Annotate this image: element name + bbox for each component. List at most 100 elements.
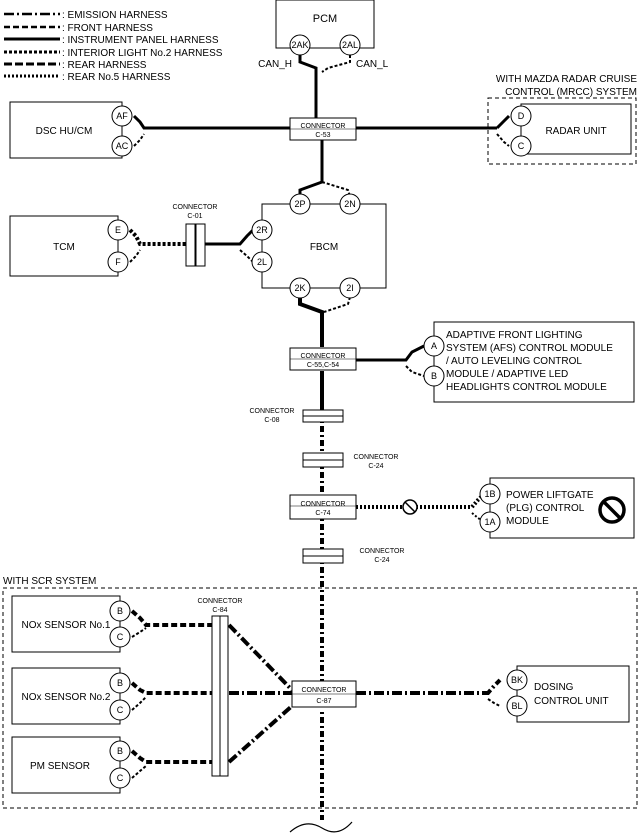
c55-title: CONNECTOR	[301, 353, 346, 360]
dosing-pin-l-label: BL	[511, 701, 522, 711]
afs-box	[433, 321, 635, 403]
radar-group-label-2: CONTROL (MRCC) SYSTEM	[505, 87, 637, 98]
radar-group-label-1: WITH MAZDA RADAR CRUISE	[496, 74, 637, 85]
dosing-pin-h	[506, 669, 528, 691]
nox2-pin-h	[109, 672, 131, 694]
fbcm-label: FBCM	[310, 242, 338, 253]
dsc-pin-l-label: AC	[116, 141, 129, 151]
connector-c01	[185, 223, 196, 267]
c53-title: CONNECTOR	[301, 123, 346, 130]
pm-pin-l-label: C	[117, 773, 124, 783]
legend-emission: : EMISSION HARNESS	[62, 10, 168, 21]
c08-id: C-08	[264, 417, 279, 424]
nox2-pin-l-label: C	[117, 705, 124, 715]
plg-label-2: (PLG) CONTROL	[506, 503, 585, 514]
c24b-title: CONNECTOR	[360, 548, 405, 555]
scr-group-box	[2, 587, 638, 809]
scr-group-label: WITH SCR SYSTEM	[3, 576, 96, 587]
c24a-id: C-24	[368, 463, 383, 470]
legend-rear5: : REAR No.5 HARNESS	[62, 72, 171, 83]
plg-label-1: POWER LIFTGATE	[506, 490, 594, 501]
c87-id: C-87	[316, 698, 331, 705]
c74-title: CONNECTOR	[301, 501, 346, 508]
nox1-pin-l-label: C	[117, 632, 124, 642]
fbcm-pin-left-l-label: 2L	[257, 257, 267, 267]
radar-pin-h-label: D	[518, 111, 525, 121]
dosing-box	[516, 665, 630, 723]
wires	[128, 55, 511, 820]
nox1-pin-l	[109, 626, 131, 648]
pm-pin-l	[109, 767, 131, 789]
can-l-label: CAN_L	[356, 59, 389, 70]
c01-id: C-01	[187, 213, 202, 220]
connector-c08	[302, 409, 344, 417]
dsc-pin-h	[111, 105, 133, 127]
c84-title: CONNECTOR	[198, 598, 243, 605]
afs-label-2: SYSTEM (AFS) CONTROL MODULE	[446, 343, 613, 354]
fbcm-pin-bot-h-label: 2K	[294, 283, 305, 293]
fbcm-pin-bot-l	[339, 277, 361, 299]
tcm-pin-h-label: E	[115, 225, 121, 235]
pcm-label: PCM	[313, 13, 337, 25]
radar-box	[520, 103, 632, 155]
pm-pin-h-label: B	[117, 746, 123, 756]
dosing-pin-l	[506, 695, 528, 717]
c53-id: C-53	[315, 132, 330, 139]
afs-pin-l	[423, 365, 445, 387]
fbcm-pin-top-l	[339, 193, 361, 215]
afs-label-5: HEADLIGHTS CONTROL MODULE	[446, 382, 607, 393]
connector-c74	[289, 494, 357, 520]
plg-pin-l-label: 1A	[484, 517, 495, 527]
c08-title: CONNECTOR	[250, 408, 295, 415]
fbcm-pin-top-h-label: 2P	[294, 199, 305, 209]
dosing-pin-h-label: BK	[511, 675, 523, 685]
fbcm-pin-top-h	[289, 193, 311, 215]
radar-label: RADAR UNIT	[545, 126, 606, 137]
nox2-pin-h-label: B	[117, 678, 123, 688]
tcm-pin-h	[107, 219, 129, 241]
plg-label-3: MODULE	[506, 516, 549, 527]
nox2-box	[11, 667, 121, 725]
nox2-pin-l	[109, 699, 131, 721]
c01-title: CONNECTOR	[173, 204, 218, 211]
afs-label-3: / AUTO LEVELING CONTROL	[446, 356, 582, 367]
fbcm-box	[261, 203, 387, 289]
tcm-box	[9, 215, 119, 277]
nox2-label: NOx SENSOR No.2	[22, 692, 111, 703]
c84-id: C-84	[212, 607, 227, 614]
afs-pin-h-label: A	[431, 341, 437, 351]
afs-pin-l-label: B	[431, 371, 437, 381]
fbcm-pin-left-l	[251, 251, 273, 273]
afs-pin-h	[423, 335, 445, 357]
connector-c24b-half	[302, 555, 344, 564]
legend-front: : FRONT HARNESS	[62, 23, 153, 34]
radar-pin-l	[510, 135, 532, 157]
legend-rear: : REAR HARNESS	[62, 60, 147, 71]
connector-c84-half	[219, 615, 229, 777]
connector-c08-half	[302, 415, 344, 423]
connector-c24b	[302, 548, 344, 557]
continuation-break	[289, 821, 353, 833]
pcm-pin-h	[289, 34, 311, 56]
connector-c01-half	[195, 223, 206, 267]
dsc-box	[9, 101, 123, 159]
radar-pin-l-label: C	[518, 141, 525, 151]
fbcm-pin-left-h	[251, 219, 273, 241]
pcm-pin-h-label: 2AK	[291, 40, 308, 50]
c74-id: C-74	[315, 510, 330, 517]
fbcm-pin-bot-l-label: 2I	[346, 283, 354, 293]
pm-pin-h	[109, 740, 131, 762]
afs-label-1: ADAPTIVE FRONT LIGHTING	[446, 330, 583, 341]
fbcm-pin-left-h-label: 2R	[256, 225, 268, 235]
tcm-label: TCM	[53, 242, 75, 253]
plg-pin-h	[479, 483, 501, 505]
can-h-label: CAN_H	[258, 59, 292, 70]
c87-title: CONNECTOR	[302, 687, 347, 694]
radar-group-box	[487, 97, 637, 165]
dosing-label-1: DOSING	[534, 682, 574, 693]
legend-interior: : INTERIOR LIGHT No.2 HARNESS	[62, 48, 223, 59]
nox1-pin-h	[109, 600, 131, 622]
no-entry-sign-icon	[598, 496, 626, 524]
dsc-pin-l	[111, 135, 133, 157]
